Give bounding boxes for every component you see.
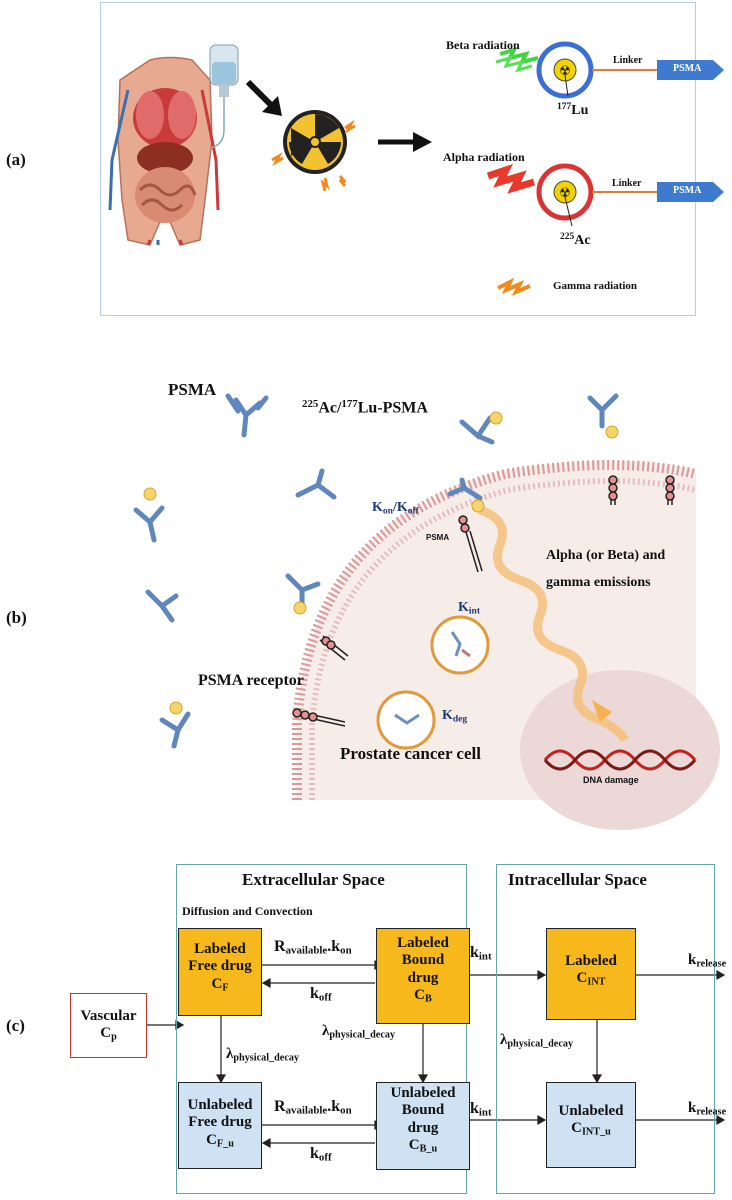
iv-bag-icon — [209, 44, 239, 149]
emission-wave-icon — [478, 505, 630, 743]
lambda-free: λphysical_decay — [226, 1046, 300, 1064]
psma-label-2: PSMA — [673, 185, 702, 196]
beta-radiation-icon — [495, 46, 539, 73]
kdeg-label: Kdeg — [442, 708, 468, 725]
lu177-isotope-icon: ☢ — [536, 41, 724, 99]
radioisotope-star-icons — [143, 411, 619, 715]
koff-bottom: koff — [310, 1145, 332, 1164]
psma-antibody-icons — [133, 393, 619, 749]
panel-b-label: (b) — [6, 608, 27, 627]
kint-label: Kint — [458, 600, 480, 617]
gamma-radiation-label: Gamma radiation — [553, 280, 638, 292]
radioactive-drug-icon — [271, 110, 356, 192]
panel-a-frame — [100, 2, 696, 316]
intracellular-space-box — [496, 864, 715, 1194]
emissions-label-line1: Alpha (or Beta) and — [546, 548, 666, 563]
radioligand-label: 225Ac/177Lu-PSMA — [302, 398, 428, 417]
dna-strand-icon — [543, 749, 697, 771]
lambda-bound: λphysical_decay — [322, 1023, 396, 1041]
svg-text:☢: ☢ — [559, 185, 571, 200]
ac225-label: 225Ac — [560, 232, 591, 248]
diffusion-label: Diffusion and Convection — [182, 904, 313, 918]
r-available-kon-top: Ravailable.kon — [274, 938, 352, 957]
human-body-illustration — [108, 56, 220, 246]
unlabeled-bound-drug-box: Unlabeled Bound drug CB_u — [376, 1082, 470, 1170]
labeled-intracellular-box: Labeled CINT — [546, 928, 636, 1020]
kint-bottom: kint — [470, 1100, 492, 1119]
dna-damage-label: DNA damage — [583, 775, 639, 785]
psma-receptor-icons — [292, 475, 675, 727]
degradation-vesicle — [376, 690, 436, 750]
lambda-intracellular: λphysical_decay — [500, 1032, 574, 1050]
psma-small-label: PSMA — [426, 533, 450, 542]
gamma-radiation-icon — [497, 277, 531, 296]
psma-free-label: PSMA — [168, 380, 217, 399]
krelease-top: krelease — [688, 952, 727, 970]
linker-label-2: Linker — [612, 178, 642, 189]
psma-receptor-label: PSMA receptor — [198, 672, 304, 689]
unlabeled-free-drug-box: Unlabeled Free drug CF_u — [178, 1082, 262, 1169]
koff-top: koff — [310, 985, 332, 1004]
linker-label-1: Linker — [613, 55, 643, 66]
vascular-box: Vascular Cp — [70, 993, 147, 1058]
arrow-drug-to-isotopes — [378, 132, 432, 152]
extracellular-title: Extracellular Space — [242, 870, 385, 889]
prostate-cell-label: Prostate cancer cell — [340, 744, 481, 763]
alpha-radiation-icon — [486, 164, 536, 194]
kon-koff-label: Kon/Koff — [372, 500, 419, 517]
unlabeled-intracellular-box: Unlabeled CINT_u — [546, 1082, 636, 1168]
labeled-bound-drug-box: Labeled Bound drug CB — [376, 928, 470, 1024]
ac225-isotope-icon: ☢ — [536, 163, 724, 227]
psma-label-1: PSMA — [673, 63, 702, 74]
intracellular-title: Intracellular Space — [508, 870, 647, 889]
labeled-free-drug-box: Labeled Free drug CF — [178, 928, 262, 1016]
svg-text:☢: ☢ — [559, 63, 571, 78]
internalization-vesicle — [430, 615, 490, 675]
emissions-label-line2: gamma emissions — [546, 575, 651, 590]
krelease-bottom: krelease — [688, 1100, 727, 1118]
arrow-body-to-drug — [245, 79, 282, 116]
panel-a-label: (a) — [6, 150, 26, 169]
panel-c-label: (c) — [6, 1016, 25, 1035]
r-available-kon-bottom: Ravailable.kon — [274, 1098, 352, 1117]
flow-arrows — [147, 959, 726, 1149]
kint-top: kint — [470, 944, 492, 963]
extracellular-space-box — [176, 864, 467, 1194]
lu177-label: 177Lu — [557, 102, 589, 118]
prostate-cancer-cell — [292, 460, 720, 830]
alpha-radiation-label: Alpha radiation — [443, 150, 525, 164]
beta-radiation-label: Beta radiation — [446, 38, 520, 52]
